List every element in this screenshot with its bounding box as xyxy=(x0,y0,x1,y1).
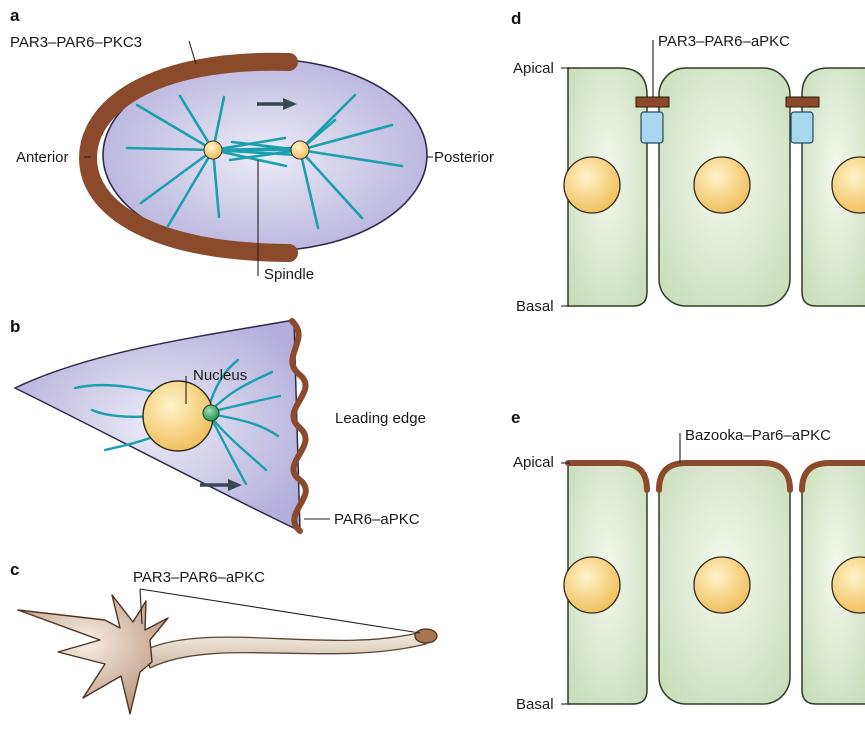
apical-label-e: Apical xyxy=(513,454,554,471)
basal-label-d: Basal xyxy=(516,298,554,315)
spindle-label: Spindle xyxy=(264,266,314,283)
anterior-centrosome xyxy=(204,141,222,159)
neuron-complex-label: PAR3–PAR6–aPKC xyxy=(133,569,265,586)
basal-label-e: Basal xyxy=(516,696,554,713)
axon-growth-cone xyxy=(415,629,437,643)
panel-b: b Nucleus Leading edge PAR6–aPKC xyxy=(10,317,426,531)
nucleus-left-e xyxy=(564,557,620,613)
panel-c-letter: c xyxy=(10,560,19,579)
axon-shaft xyxy=(145,632,426,668)
neuron-soma xyxy=(18,595,168,714)
apical-label-d: Apical xyxy=(513,60,554,77)
par3-par6-pkc3-label: PAR3–PAR6–PKC3 xyxy=(10,34,142,51)
panel-e-letter: e xyxy=(511,408,520,427)
panel-a: a xyxy=(10,6,494,283)
nucleus xyxy=(143,381,213,451)
panel-a-letter: a xyxy=(10,6,20,25)
epithelium-complex-label-d: PAR3–PAR6–aPKC xyxy=(658,33,790,50)
nucleus-middle-e xyxy=(694,557,750,613)
nucleus-left-d xyxy=(564,157,620,213)
nucleus-label: Nucleus xyxy=(193,367,247,384)
panel-d-letter: d xyxy=(511,9,521,28)
nucleus-middle-d xyxy=(694,157,750,213)
epithelium-complex-label-e: Bazooka–Par6–aPKC xyxy=(685,427,831,444)
posterior-centrosome xyxy=(291,141,309,159)
leading-edge-label: Leading edge xyxy=(335,410,426,427)
panel-d: d PAR3–PAR6–aPKC Apical Basal xyxy=(511,9,865,315)
par6-apkc-label: PAR6–aPKC xyxy=(334,511,420,528)
posterior-label: Posterior xyxy=(434,149,494,166)
anterior-label: Anterior xyxy=(16,149,69,166)
centrosome-green xyxy=(203,405,219,421)
panel-e: e Bazooka–Par6–aPKC Apical Basal xyxy=(511,408,865,713)
panel-b-letter: b xyxy=(10,317,20,336)
par3-par6-apkc-pointer xyxy=(140,589,420,633)
panel-c: c PAR3–PAR6–aPKC xyxy=(10,560,437,714)
